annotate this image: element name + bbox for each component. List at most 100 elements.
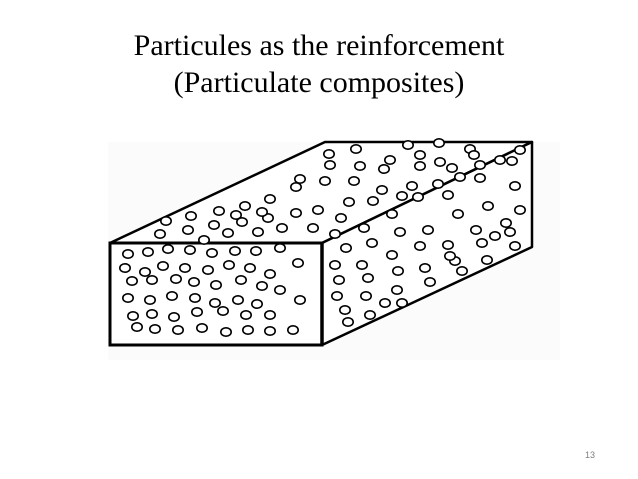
particle	[208, 220, 221, 231]
particle	[311, 205, 324, 216]
particle	[328, 259, 341, 270]
particle	[273, 284, 286, 295]
particle	[198, 235, 211, 246]
particle	[146, 308, 159, 319]
particle	[273, 243, 286, 254]
particle	[467, 150, 480, 161]
particle	[131, 321, 144, 332]
particle	[196, 322, 209, 333]
particle	[377, 164, 390, 175]
particle	[328, 229, 341, 240]
particle	[366, 196, 379, 207]
particle	[499, 218, 512, 229]
particle	[122, 292, 135, 303]
particle	[189, 292, 202, 303]
particle	[250, 246, 263, 257]
particle	[235, 274, 248, 285]
particle	[222, 228, 235, 239]
particle	[232, 294, 245, 305]
particle	[255, 280, 268, 291]
particle	[291, 257, 304, 268]
particle	[413, 161, 426, 172]
particle	[263, 325, 276, 336]
particle	[378, 297, 391, 308]
particle	[353, 161, 366, 172]
particle	[359, 290, 372, 301]
particle	[433, 157, 446, 168]
particle	[182, 225, 195, 236]
title-line-2: (Particulate composites)	[173, 66, 465, 99]
particle	[202, 264, 215, 275]
particle	[209, 297, 222, 308]
particle	[251, 298, 264, 309]
particle	[332, 274, 345, 285]
title-line-1: Particules as the reinforcement	[133, 29, 505, 62]
particle	[423, 276, 436, 287]
particle	[413, 150, 426, 161]
particle	[413, 241, 426, 252]
particle	[323, 160, 336, 171]
particle	[451, 209, 464, 220]
particle	[206, 248, 219, 259]
particle	[223, 259, 236, 270]
particle	[168, 311, 181, 322]
page-number: 13	[585, 450, 596, 460]
particle	[275, 223, 288, 234]
particle	[263, 268, 276, 279]
particle	[385, 250, 398, 261]
particle	[157, 260, 170, 271]
particle	[242, 324, 255, 335]
particle	[375, 185, 388, 196]
particle	[508, 181, 521, 192]
particle	[184, 245, 197, 256]
particle	[334, 213, 347, 224]
particle	[240, 309, 253, 320]
particle	[342, 197, 355, 208]
particle	[338, 304, 351, 315]
particle	[418, 262, 431, 273]
particle	[252, 227, 265, 238]
particle	[473, 160, 486, 171]
particle	[469, 225, 482, 236]
particle	[210, 279, 223, 290]
particle	[127, 310, 140, 321]
particle	[220, 326, 233, 337]
particle	[306, 223, 319, 234]
particle	[263, 194, 276, 205]
particle	[453, 172, 466, 183]
particle	[142, 247, 155, 258]
particle	[411, 192, 424, 203]
particle	[473, 173, 486, 184]
particle	[503, 227, 516, 238]
particle	[505, 156, 518, 167]
particle	[172, 324, 185, 335]
particle	[395, 191, 408, 202]
particle	[160, 216, 173, 227]
particle	[395, 297, 408, 308]
particle	[445, 163, 458, 174]
particle	[441, 190, 454, 201]
particle	[391, 265, 404, 276]
particle	[293, 174, 306, 185]
particle	[513, 205, 526, 216]
particle	[286, 324, 299, 335]
particle	[405, 181, 418, 192]
particle	[213, 206, 226, 217]
particle	[347, 176, 360, 187]
particle	[229, 246, 242, 257]
particle	[432, 138, 445, 149]
particle	[154, 229, 167, 240]
particle	[385, 209, 398, 220]
particle	[255, 207, 268, 218]
particle	[355, 259, 368, 270]
particle	[230, 210, 243, 221]
particle	[339, 243, 352, 254]
particle	[322, 149, 335, 160]
particle	[455, 265, 468, 276]
particle	[493, 155, 506, 166]
particle	[318, 176, 331, 187]
particle	[488, 231, 501, 242]
particle-group	[119, 138, 526, 337]
